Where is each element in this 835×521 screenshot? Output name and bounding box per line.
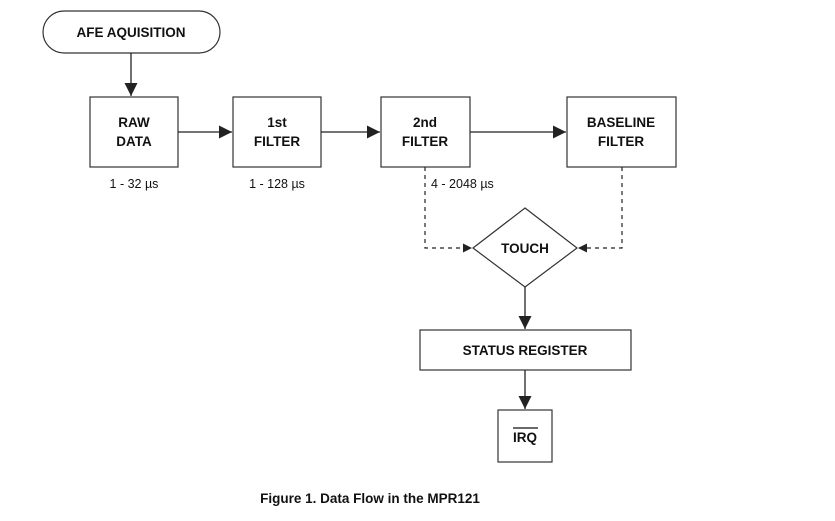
first-filter-box: [232, 96, 322, 168]
raw-data-timing: 1 - 32 µs: [110, 177, 159, 191]
baseline-filter-label-line1: BASELINE: [587, 115, 655, 130]
irq-label: IRQ: [513, 430, 537, 445]
afe-acquisition-node: AFE AQUISITION: [42, 10, 221, 54]
status-register-node: STATUS REGISTER: [419, 329, 632, 371]
touch-label: TOUCH: [501, 241, 549, 256]
raw-data-label-line1: RAW: [118, 115, 150, 130]
second-filter-timing: 4 - 2048 µs: [431, 177, 494, 191]
status-register-box: [419, 329, 632, 371]
figure-caption: Figure 1. Data Flow in the MPR121: [260, 491, 480, 506]
first-filter-label-line1: 1st: [267, 115, 287, 130]
status-register-label: STATUS REGISTER: [463, 343, 588, 358]
raw-data-node: RAW DATA: [89, 96, 179, 168]
irq-node: IRQ: [497, 409, 553, 463]
irq-box: [497, 409, 553, 463]
touch-node: TOUCH: [472, 207, 578, 288]
raw-data-label-line2: DATA: [116, 134, 152, 149]
second-filter-box: [380, 96, 471, 168]
edge-second-filter-to-touch: [424, 167, 472, 253]
baseline-filter-box: [566, 96, 677, 168]
second-filter-node: 2nd FILTER: [380, 96, 471, 168]
first-filter-node: 1st FILTER: [232, 96, 322, 168]
baseline-filter-node: BASELINE FILTER: [566, 96, 677, 168]
first-filter-label-line2: FILTER: [254, 134, 300, 149]
baseline-filter-label-line2: FILTER: [598, 134, 644, 149]
raw-data-box: [89, 96, 179, 168]
second-filter-label-line1: 2nd: [413, 115, 437, 130]
second-filter-label-line2: FILTER: [402, 134, 448, 149]
first-filter-timing: 1 - 128 µs: [249, 177, 305, 191]
edge-baseline-filter-to-touch: [578, 167, 623, 253]
afe-acquisition-label: AFE AQUISITION: [76, 25, 185, 40]
